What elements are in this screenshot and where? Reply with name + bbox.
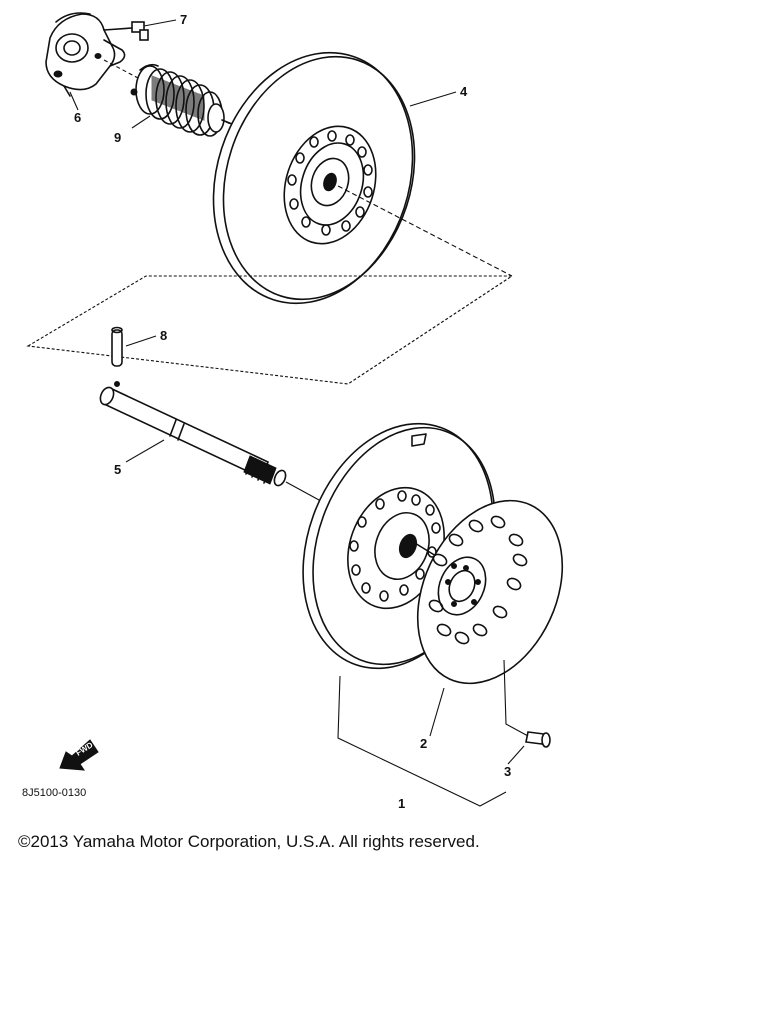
- callout-3: 3: [504, 764, 511, 779]
- callout-6: 6: [74, 110, 81, 125]
- part-7-fitting: [103, 21, 149, 41]
- part-8-leader: [125, 335, 157, 347]
- part-2-plate: [416, 499, 564, 685]
- callout-2: 2: [420, 736, 427, 751]
- callout-7: 7: [180, 12, 187, 27]
- callout-labels: 1 2 3 4 5 6 7 8 9: [74, 12, 511, 811]
- axis-line-top: [103, 59, 139, 79]
- part-6-bracket: [45, 12, 126, 97]
- part-9-spring: [130, 63, 233, 137]
- callout-1: 1: [398, 796, 405, 811]
- part-5-shaft: [99, 381, 287, 487]
- parts-diagram: 1 2 3 4 5 6 7 8 9 FWD 8J5100-0130: [22, 12, 564, 811]
- copyright-notice: ©2013 Yamaha Motor Corporation, U.S.A. A…: [18, 832, 480, 851]
- part-3-bolt: [525, 731, 551, 748]
- callout-4: 4: [460, 84, 468, 99]
- callout-8: 8: [160, 328, 167, 343]
- part-8-pin: [111, 326, 123, 367]
- callout-9: 9: [114, 130, 121, 145]
- callout-5: 5: [114, 462, 121, 477]
- part-4-sheave: [212, 51, 416, 305]
- fwd-arrow-icon: FWD: [59, 739, 99, 771]
- axis-line-sheave: [337, 185, 513, 277]
- reference-plane: [26, 275, 514, 385]
- leader-lines: [69, 19, 529, 807]
- drawing-code: 8J5100-0130: [22, 787, 86, 799]
